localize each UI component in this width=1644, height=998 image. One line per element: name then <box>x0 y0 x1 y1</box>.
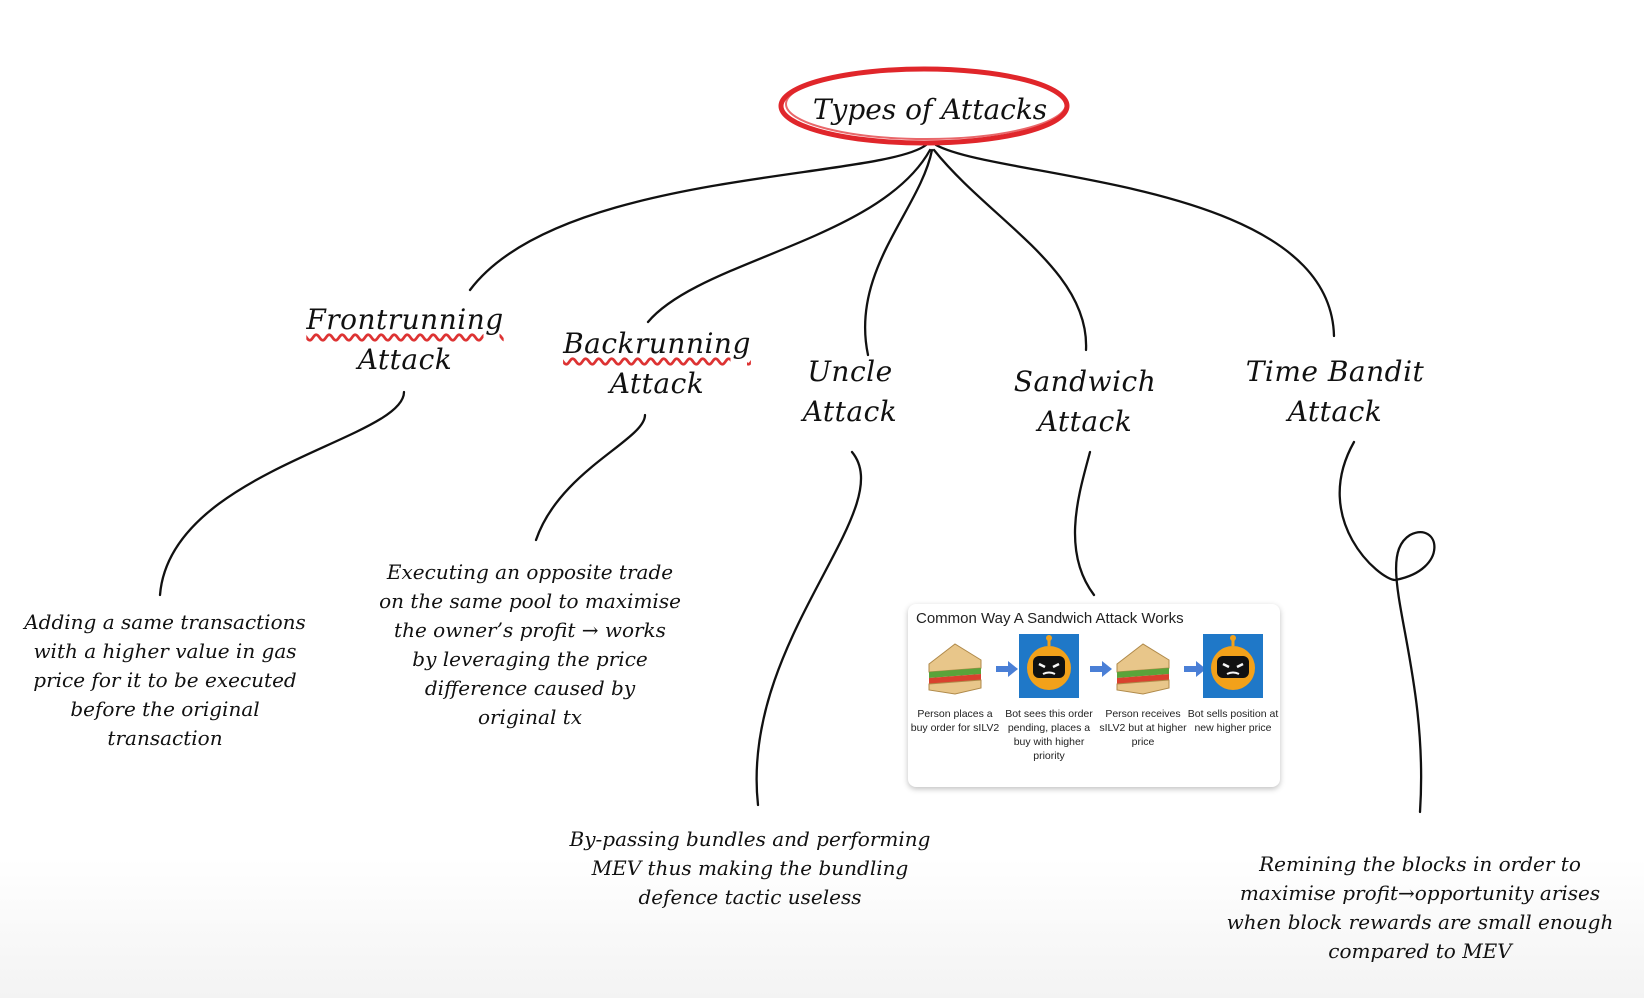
card-step-3-caption: Person receives sILV2 but at higher pric… <box>1099 708 1187 748</box>
time-bandit-title-line-1: Time Bandit <box>1245 355 1425 388</box>
frontrunning-to-desc-line <box>158 390 406 597</box>
frontrunning-title-line-2: Attack <box>357 343 453 376</box>
card-step-4: Bot sells position at new higher price <box>1186 634 1280 735</box>
card-step-3: Person receives sILV2 but at higher pric… <box>1096 634 1190 749</box>
sandwich-title-line-1: Sandwich <box>1013 365 1157 398</box>
backrunning-title-line-2: Attack <box>609 367 705 400</box>
card-title: Common Way A Sandwich Attack Works <box>916 610 1184 627</box>
sandwich-icon <box>928 643 982 695</box>
root-to-uncle-line <box>863 148 934 357</box>
sandwich-icon <box>1116 643 1170 695</box>
card-step-2-caption: Bot sees this order pending, places a bu… <box>1005 708 1093 762</box>
card-step-1-caption: Person places a buy order for sILV2 <box>910 708 1000 734</box>
root-to-backrunning-line <box>646 148 932 324</box>
time-bandit-description: Remining the blocks in order to maximise… <box>1226 852 1614 963</box>
time-bandit-to-desc-line <box>1338 440 1436 814</box>
arrow-right-icon <box>1090 661 1112 677</box>
sandwich-attack-card: Common Way A Sandwich Attack Works Perso… <box>908 604 1280 787</box>
card-step-4-caption: Bot sells position at new higher price <box>1187 708 1279 734</box>
frontrunning-title-line-1: Frontrunning <box>306 303 504 336</box>
root-to-frontrunning-line <box>468 143 928 292</box>
uncle-title-line-1: Uncle <box>807 355 893 388</box>
root-to-sandwich-line <box>932 148 1088 352</box>
root-title: Types of Attacks <box>812 93 1048 126</box>
backrunning-title: Backrunning Attack <box>542 324 772 404</box>
uncle-description: By-passing bundles and performing MEV th… <box>569 827 931 909</box>
backrunning-title-line-1: Backrunning <box>563 327 751 360</box>
uncle-title-line-2: Attack <box>802 395 898 428</box>
uncle-title: Uncle Attack <box>770 352 930 432</box>
time-bandit-title: Time Bandit Attack <box>1220 352 1450 432</box>
backrunning-to-desc-line <box>534 413 647 542</box>
root-highlight-ellipse <box>778 66 1070 146</box>
sandwich-title: Sandwich Attack <box>985 362 1185 442</box>
card-step-2: Bot sees this order pending, places a bu… <box>1002 634 1096 763</box>
arrow-right-icon <box>1184 661 1206 677</box>
frontrunning-title: Frontrunning Attack <box>290 300 520 380</box>
time-bandit-title-line-2: Attack <box>1287 395 1383 428</box>
card-step-1: Person places a buy order for sILV2 <box>908 634 1002 735</box>
root-to-time-bandit-line <box>934 143 1336 338</box>
bot-icon <box>1019 634 1079 698</box>
arrow-right-icon <box>996 661 1018 677</box>
sandwich-to-card-line <box>1073 450 1096 597</box>
sandwich-title-line-2: Attack <box>1037 405 1133 438</box>
uncle-to-desc-line <box>755 450 863 807</box>
bot-icon <box>1203 634 1263 698</box>
frontrunning-description: Adding a same transactions with a higher… <box>24 610 306 750</box>
backrunning-description: Executing an opposite trade on the same … <box>379 560 681 729</box>
